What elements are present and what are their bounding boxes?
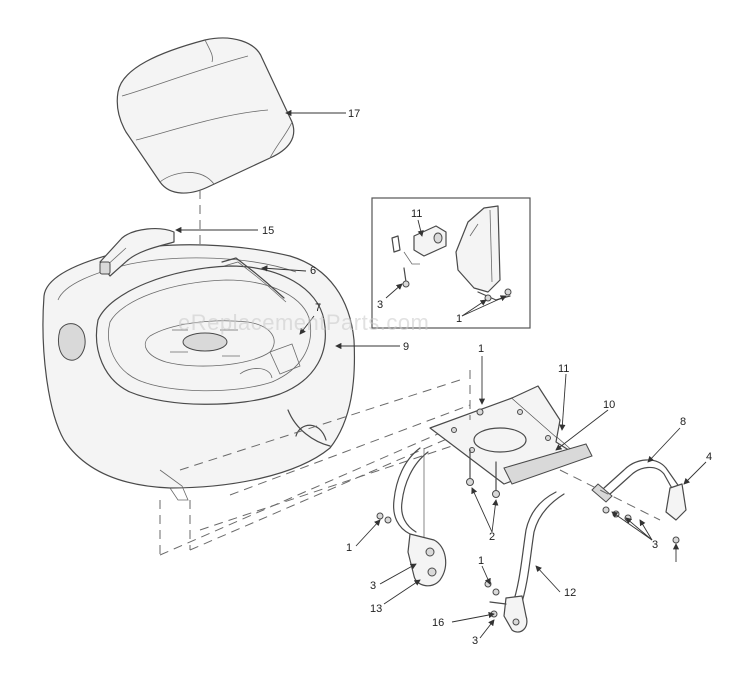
callout-detail-fastener: 1: [456, 313, 462, 325]
callout-right-screw: 3: [652, 539, 658, 551]
callout-center-bolts: 2: [489, 531, 495, 543]
detail-inset: [371, 197, 531, 329]
callout-body: 9: [403, 341, 409, 353]
callout-pivot-screw: 3: [370, 580, 376, 592]
watermark-text: eReplacementParts.com: [178, 310, 429, 335]
frame-assembly: [393, 447, 687, 633]
callout-side-rail: 8: [680, 416, 686, 428]
callout-labels: 17 15 6 7 9 11 3 1 1 11 10 8 4 1 2 12 3 …: [262, 108, 712, 647]
callout-plate: 10: [603, 399, 615, 411]
leader-lines: [175, 109, 707, 639]
callout-seat-pivot-bracket: 15: [262, 225, 274, 237]
callout-7: 7: [315, 302, 321, 314]
callout-detail-screw: 3: [377, 299, 383, 311]
rod: [221, 257, 285, 299]
callout-bottom-screw: 3: [472, 635, 478, 647]
body-shell: [42, 244, 356, 501]
seat-pivot-bracket: [99, 228, 175, 277]
callout-rod: 6: [310, 265, 316, 277]
rod-edge: [223, 261, 287, 303]
callout-lower-bolt: 1: [478, 555, 484, 567]
mount-bolts: [466, 449, 500, 498]
callout-pivot-bracket: 13: [370, 603, 382, 615]
callout-end-cap: 4: [706, 451, 712, 463]
callout-left-bolt: 1: [346, 542, 352, 554]
callout-detail-bracket: 11: [411, 208, 422, 220]
callout-bracket-top: 11: [558, 363, 569, 375]
seat: [116, 37, 295, 194]
callout-frame-tube: 12: [564, 587, 576, 599]
callout-fastener-top: 1: [478, 343, 484, 355]
mount-plate: [429, 385, 593, 485]
callout-seat: 17: [348, 108, 360, 120]
callout-bottom-bracket: 16: [432, 617, 444, 629]
projection-lines: [159, 379, 501, 556]
